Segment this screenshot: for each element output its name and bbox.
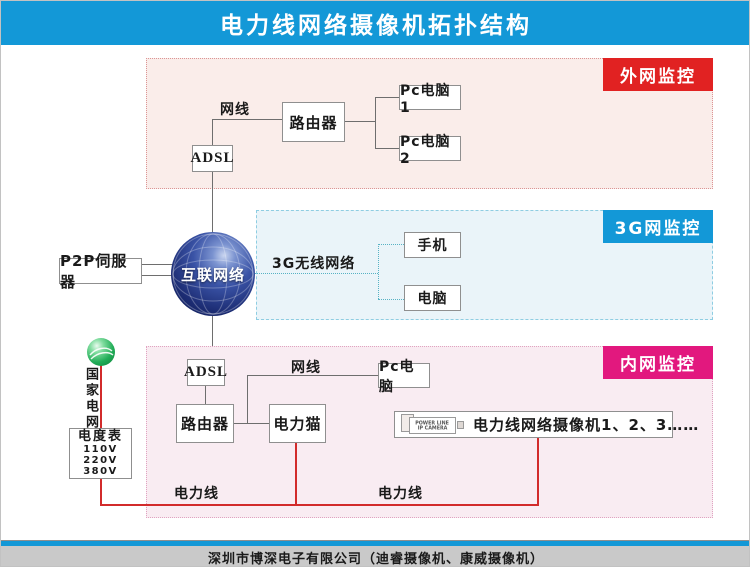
page-title: 电力线网络摄像机拓扑结构 xyxy=(220,13,532,39)
router-top: 路由器 xyxy=(282,102,345,142)
wireless-link-split xyxy=(378,244,379,299)
connector-adsl-to-cable xyxy=(212,119,213,146)
p2p-server-node: P2P伺服器 xyxy=(59,252,142,291)
powerline-label-right: 电力线 xyxy=(378,486,423,502)
powerline-plc-drop xyxy=(295,443,297,505)
connector-split xyxy=(375,97,376,149)
pc1-node: Pc电脑1 xyxy=(399,83,461,116)
section-label-wan: 外网监控 xyxy=(603,58,713,91)
connector-adsl-to-internet xyxy=(212,172,213,233)
section-label-3g: 3G网监控 xyxy=(603,210,713,243)
adsl-modem-bottom: ADSL xyxy=(184,359,227,386)
header-bar: 电力线网络摄像机拓扑结构 xyxy=(1,1,749,45)
wireless-link-phone xyxy=(378,244,404,245)
cable-label-bottom: 网线 xyxy=(291,360,321,376)
connector-cable2-drop xyxy=(247,375,248,423)
footer-divider xyxy=(1,540,749,541)
wireless-3g-label: 3G无线网络 xyxy=(272,256,356,272)
camera-text-line1: POWER LINE xyxy=(415,420,450,426)
company-name: 深圳市博深电子有限公司（迪睿摄像机、康威摄像机） xyxy=(207,551,544,567)
ip-camera-body: POWER LINE IP CAMERA xyxy=(409,417,456,434)
p2p-link-upper xyxy=(142,264,177,265)
adsl-modem-top: ADSL xyxy=(191,145,234,172)
connector-cable-to-router xyxy=(212,119,282,120)
footer-bar: 深圳市博深电子有限公司（迪睿摄像机、康威摄像机） xyxy=(1,546,749,567)
state-grid-swoosh xyxy=(89,347,114,360)
camera-lens-icon xyxy=(457,421,464,429)
meter-voltage-2: 220V xyxy=(83,455,118,466)
connector-router2-to-plc xyxy=(234,423,269,424)
powerline-meter-down xyxy=(100,478,102,506)
meter-voltage-1: 110V xyxy=(83,444,118,455)
p2p-link-lower xyxy=(142,275,177,276)
section-3g-monitoring: 3G网监控 xyxy=(256,210,713,320)
wireless-link-computer xyxy=(378,299,404,300)
power-meter-node: 电度表 110V 220V 380V xyxy=(69,428,132,479)
meter-title: 电度表 xyxy=(77,429,123,444)
connector-router-out xyxy=(345,121,375,122)
state-grid-globe-icon xyxy=(87,338,115,366)
phone-node: 手机 xyxy=(404,232,461,258)
connector-to-pc1 xyxy=(375,97,399,98)
cameras-label: 电力线网络摄像机1、2、3…… xyxy=(473,416,700,434)
section-label-lan: 内网监控 xyxy=(603,346,713,379)
state-grid-label: 国家电网 xyxy=(83,367,98,431)
camera-text-line2: IP CAMERA xyxy=(417,425,448,431)
connector-adsl2-to-router2 xyxy=(205,386,206,404)
internet-globe-icon: 互联网络 xyxy=(171,232,255,316)
meter-voltage-3: 380V xyxy=(83,466,118,477)
powerline-grid-to-meter xyxy=(100,364,102,429)
powerline-horizontal xyxy=(100,504,539,506)
connector-to-pc2 xyxy=(375,148,399,149)
globe-grid xyxy=(172,233,254,315)
footer-accent-bar xyxy=(1,541,749,546)
cable-label-top: 网线 xyxy=(220,102,250,118)
camera-device-row: POWER LINE IP CAMERA 电力线网络摄像机1、2、3…… xyxy=(394,411,698,438)
connector-cable2 xyxy=(247,375,378,376)
powerline-label-left: 电力线 xyxy=(174,486,219,502)
internet-label: 互联网络 xyxy=(180,265,245,284)
powerline-camera-drop xyxy=(537,438,539,505)
router-bottom: 路由器 xyxy=(176,404,234,443)
computer-node: 电脑 xyxy=(404,285,461,311)
connector-internet-to-adsl2 xyxy=(212,316,213,359)
pc-node-lan: Pc电脑 xyxy=(378,359,430,395)
plc-modem-node: 电力猫 xyxy=(269,404,326,443)
section-wan-monitoring: 外网监控 xyxy=(146,58,713,189)
pc2-node: Pc电脑2 xyxy=(399,134,461,167)
wireless-link-main xyxy=(255,273,378,274)
